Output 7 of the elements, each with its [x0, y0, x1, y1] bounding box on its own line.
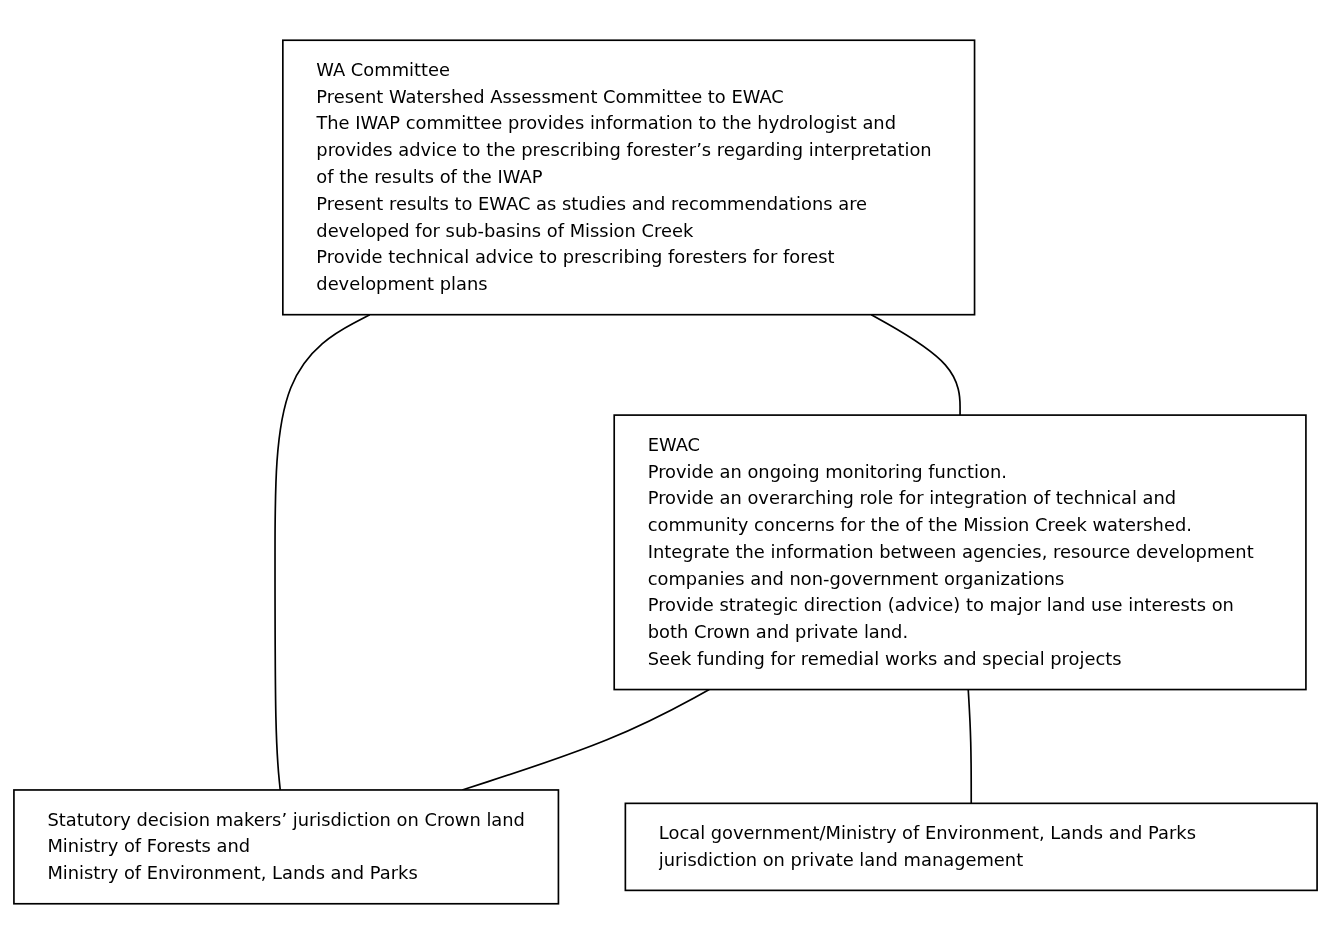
connector [870, 313, 961, 416]
node-box: EWAC Provide an ongoing monitoring function. Provide an overarching role for integration of technical and community concerns for the of the Mission Creek watershed. Integrate the information between agencies, resource development companies and non-government organizations Provide strategic direction (advice) to major land use interests on both Crown and private land. Seek funding for remedial works and special projects [613, 414, 1307, 691]
connector [967, 688, 973, 805]
node-box: WA Committee Present Watershed Assessment Committee to EWAC The IWAP committee provides information to the hydrologist and provides advice to the prescribing forester’s regarding interpretation of the results of the IWAP Present results to EWAC as studies and recommendations are developed for sub-basins of Mission Creek Provide technical advice to prescribing foresters for forest development plans [282, 39, 976, 316]
connector [274, 313, 371, 791]
node-box: Statutory decision makers’ jurisdiction on Crown land Ministry of Forests and Ministry of Environment, Lands and Parks [13, 789, 560, 905]
node-box: Local government/Ministry of Environment, Lands and Parks jurisdiction on private land management [624, 802, 1318, 892]
